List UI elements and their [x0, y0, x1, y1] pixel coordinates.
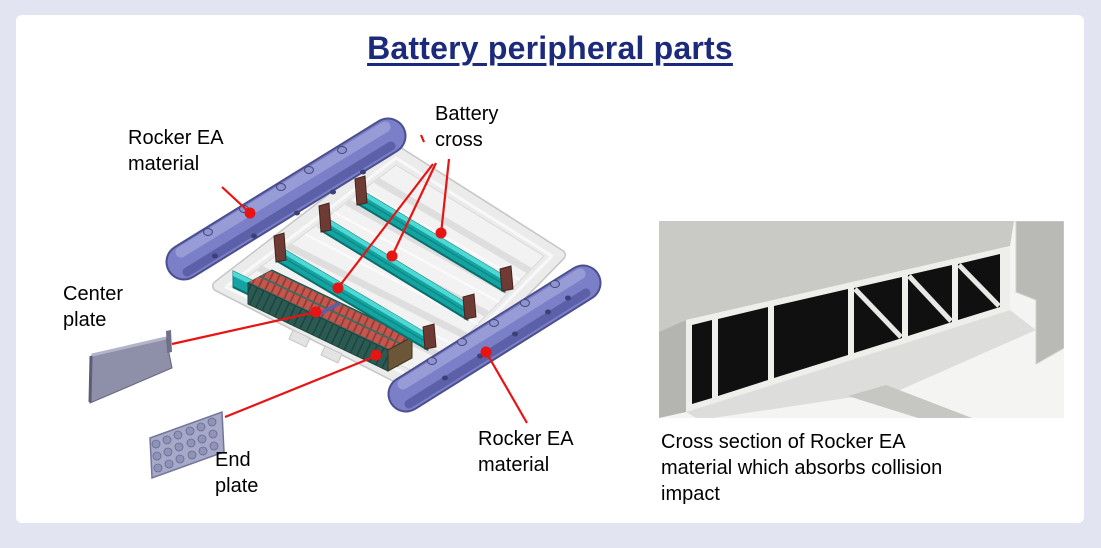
- page-title: Battery peripheral parts: [367, 30, 733, 66]
- label-battery-cross: Battery cross: [435, 103, 499, 151]
- label-rocker-ea-top-left: Rocker EA material: [128, 127, 224, 175]
- photo-caption: Cross section of Rocker EA material whic…: [661, 431, 943, 505]
- label-rocker-ea-bottom-right: Rocker EA material: [478, 428, 574, 476]
- label-end-plate: End plate: [215, 449, 259, 497]
- label-center-plate: Center plate: [63, 283, 124, 331]
